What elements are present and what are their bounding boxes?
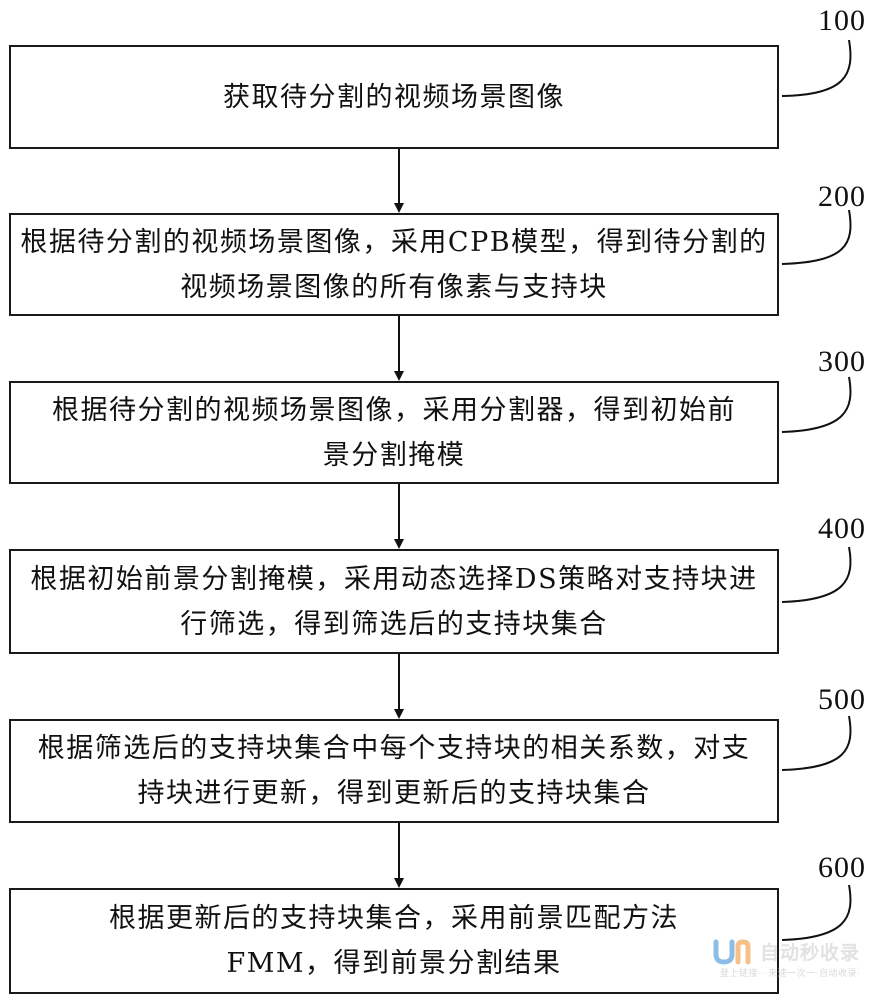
step-text-100: 获取待分割的视频场景图像: [223, 81, 565, 113]
watermark-subtitle: 登上链接···来速一次一·自动收录·: [720, 969, 861, 979]
step-text-300: 根据待分割的视频场景图像，采用分割器，得到初始前景分割掩模: [52, 394, 736, 471]
step-label-100: 100: [818, 4, 866, 37]
step-text-400: 根据初始前景分割掩模，采用动态选择DS策略对支持块进行筛选，得到筛选后的支持块集…: [30, 563, 758, 640]
leader-200: [781, 209, 852, 265]
step-label-600: 600: [818, 851, 866, 884]
step-box-100: 获取待分割的视频场景图像: [9, 45, 779, 149]
watermark-logo-icon: [713, 939, 751, 965]
step-label-400: 400: [818, 512, 866, 545]
step-box-500: 根据筛选后的支持块集合中每个支持块的相关系数，对支持块进行更新，得到更新后的支持…: [9, 719, 779, 823]
leader-300: [781, 376, 852, 433]
step-label-300: 300: [818, 345, 866, 378]
leader-400: [781, 546, 852, 603]
step-label-500: 500: [818, 683, 866, 716]
leader-100: [781, 39, 852, 97]
step-box-600: 根据更新后的支持块集合，采用前景匹配方法FMM，得到前景分割结果: [9, 888, 779, 994]
step-box-200: 根据待分割的视频场景图像，采用CPB模型，得到待分割的视频场景图像的所有像素与支…: [9, 213, 779, 316]
watermark-title: 自动秒收录: [760, 942, 861, 964]
leader-500: [781, 715, 852, 771]
step-text-200: 根据待分割的视频场景图像，采用CPB模型，得到待分割的视频场景图像的所有像素与支…: [20, 226, 768, 303]
step-text-500: 根据筛选后的支持块集合中每个支持块的相关系数，对支持块进行更新，得到更新后的支持…: [37, 733, 751, 809]
leader-600: [781, 884, 852, 941]
step-label-200: 200: [818, 180, 866, 213]
step-box-400: 根据初始前景分割掩模，采用动态选择DS策略对支持块进行筛选，得到筛选后的支持块集…: [9, 549, 779, 654]
step-box-300: 根据待分割的视频场景图像，采用分割器，得到初始前景分割掩模: [9, 381, 779, 484]
step-text-600: 根据更新后的支持块集合，采用前景匹配方法FMM，得到前景分割结果: [109, 903, 679, 979]
